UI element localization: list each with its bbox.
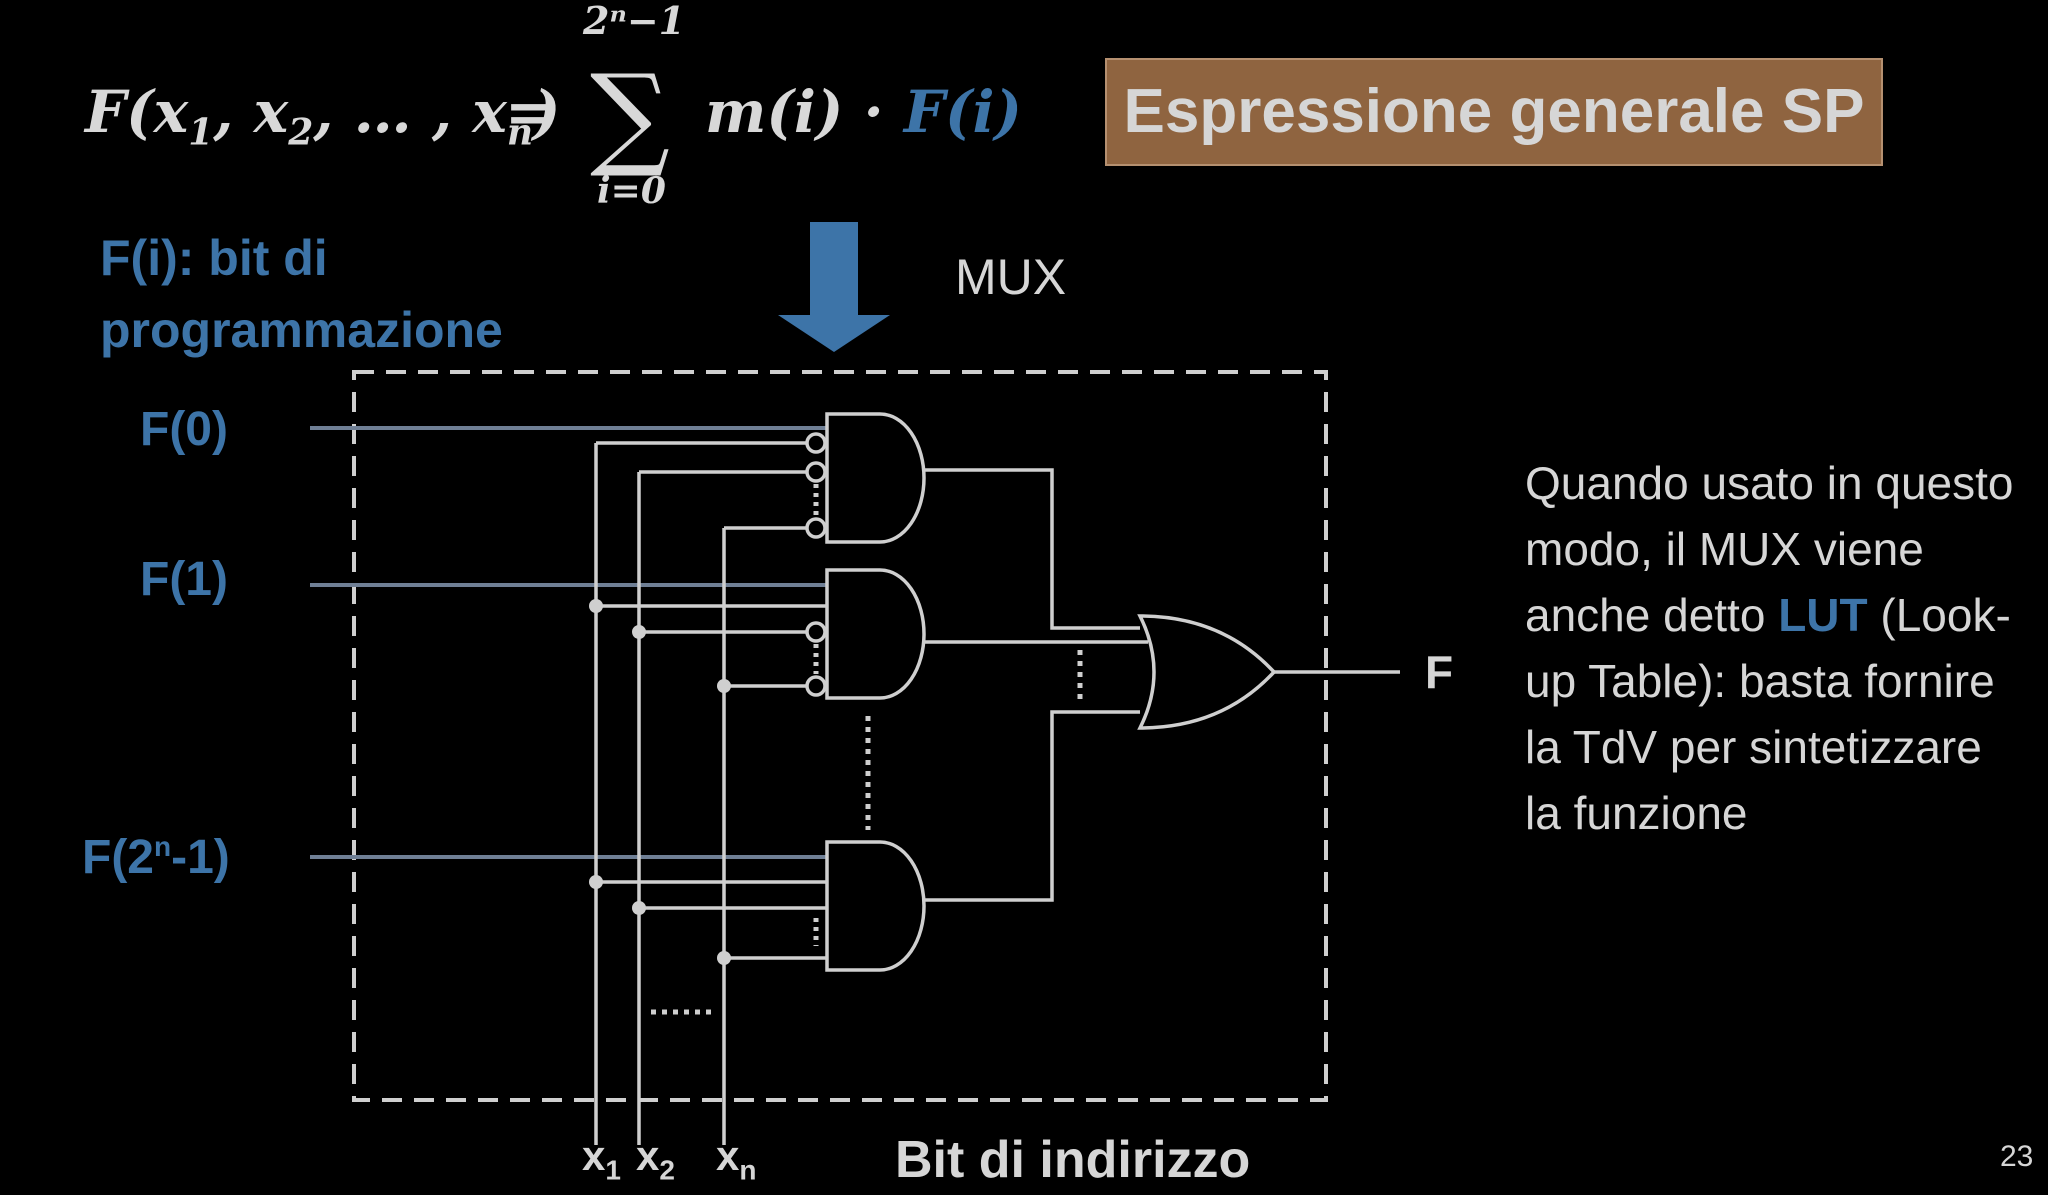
formula-lhs: F(x1, x2, … , xn) [85,78,561,154]
sigma-symbol: ∑ [590,51,670,181]
address-label-xn: xn [716,1132,757,1186]
and-0-output-wire [924,468,1140,630]
programming-bits-label: F(i): bit di programmazione [100,230,503,358]
address-label-x1: x1 [582,1132,621,1186]
formula-upper-limit: 2ⁿ−1 [583,0,686,43]
mux-label: MUX [955,249,1067,305]
mux-boundary [352,370,1328,1102]
down-arrow-icon [778,222,890,352]
input-label-f0: F(0) [140,403,228,456]
title-box: Espressione generale SP [1105,58,1883,166]
lut-explanation: Quando usato in questo modo, il MUX vien… [1525,457,2014,839]
junction-dot [632,901,646,915]
formula-lower-limit: i=0 [597,170,666,212]
sop-formula: F(x1, x2, … , xn) = 2ⁿ−1 ∑ i=0 m(i) · F(… [85,0,1025,215]
page-number: 23 [2000,1140,2034,1173]
junction-dot [589,875,603,889]
output-label: F [1425,646,1454,698]
inverter-bubble [805,621,827,643]
and-gate-0 [825,412,926,544]
formula-term: m(i) · F(i) [705,78,1022,146]
inverter-bubble [805,432,827,454]
or-gate [1137,614,1277,730]
junction-dot [589,599,603,613]
and-gate-1 [825,568,926,700]
inverter-bubble [805,461,827,483]
and-last-output-wire [924,710,1140,902]
input-label-fn: F(2n-1) [82,831,230,884]
formula-equals: = [505,78,554,146]
inverter-bubble [805,675,827,697]
address-bits-label: Bit di indirizzo [895,1131,1251,1189]
junction-dot [717,951,731,965]
junction-dot [717,679,731,693]
input-label-f1: F(1) [140,553,228,606]
junction-dot [632,625,646,639]
address-label-x2: x2 [636,1132,675,1186]
inverter-bubble [805,517,827,539]
and-gate-last [825,840,926,972]
